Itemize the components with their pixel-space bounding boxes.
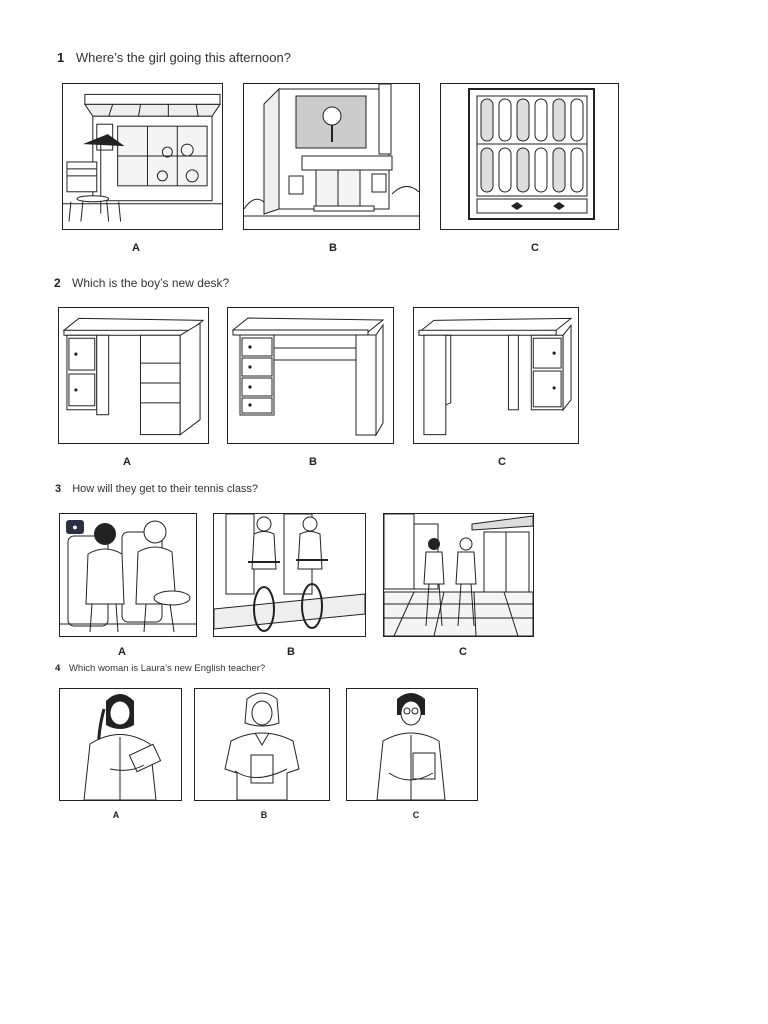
question-number: 2 bbox=[54, 276, 61, 290]
question-number: 3 bbox=[55, 483, 62, 495]
desk-four-drawers-illustration bbox=[231, 317, 385, 437]
option-1a-cafe-image[interactable] bbox=[62, 83, 223, 230]
question-number: 4 bbox=[55, 663, 61, 674]
option-4a-woman-image[interactable] bbox=[59, 688, 182, 801]
option-2a-label: A bbox=[123, 456, 131, 468]
question-text: Where’s the girl going this afternoon? bbox=[75, 50, 291, 65]
cinema-illustration bbox=[244, 84, 419, 217]
desk-shelves-illustration bbox=[62, 317, 205, 436]
question-3: 3 How will they get to their tennis clas… bbox=[55, 483, 258, 495]
desk-right-drawers-illustration bbox=[417, 317, 573, 436]
option-4a-label: A bbox=[112, 810, 120, 820]
question-4: 4 Which woman is Laura’s new English tea… bbox=[55, 663, 265, 674]
option-4c-label: C bbox=[412, 810, 420, 820]
question-1: 1 Where’s the girl going this afternoon? bbox=[57, 50, 291, 65]
option-2b-label: B bbox=[309, 456, 317, 468]
option-4b-woman-image[interactable] bbox=[194, 688, 330, 801]
bus-seat-illustration bbox=[60, 514, 196, 636]
woman-long-hair-illustration bbox=[83, 694, 162, 800]
woman-glasses-illustration bbox=[376, 693, 446, 800]
question-2: 2 Which is the boy’s new desk? bbox=[54, 276, 229, 290]
option-3c-label: C bbox=[459, 646, 467, 658]
option-2a-desk-image[interactable] bbox=[58, 307, 209, 444]
cafe-illustration bbox=[63, 93, 222, 222]
cycling-illustration bbox=[214, 514, 365, 632]
woman-short-sleeves-illustration bbox=[224, 692, 300, 800]
option-3a-bus-image[interactable]: ● bbox=[59, 513, 197, 637]
option-1c-label: C bbox=[531, 242, 539, 254]
skateboard-shop-illustration bbox=[468, 88, 595, 220]
option-4b-label: B bbox=[260, 810, 268, 820]
option-1a-label: A bbox=[132, 242, 140, 254]
option-3c-walk-image[interactable] bbox=[383, 513, 534, 637]
walking-illustration bbox=[384, 514, 533, 636]
question-text: How will they get to their tennis class? bbox=[72, 483, 259, 495]
option-1b-cinema-image[interactable] bbox=[243, 83, 420, 230]
option-3a-label: A bbox=[118, 646, 126, 658]
option-2b-desk-image[interactable] bbox=[227, 307, 394, 444]
option-1b-label: B bbox=[329, 242, 337, 254]
question-text: Which woman is Laura’s new English teach… bbox=[68, 663, 266, 674]
option-3b-bike-image[interactable] bbox=[213, 513, 366, 637]
option-2c-label: C bbox=[498, 456, 506, 468]
option-4c-woman-image[interactable] bbox=[346, 688, 478, 801]
option-2c-desk-image[interactable] bbox=[413, 307, 579, 444]
option-1c-skate-shop-image[interactable] bbox=[440, 83, 619, 230]
audio-icon[interactable]: ● bbox=[66, 520, 84, 534]
question-text: Which is the boy’s new desk? bbox=[72, 276, 230, 290]
option-3b-label: B bbox=[287, 646, 295, 658]
question-number: 1 bbox=[57, 50, 65, 65]
